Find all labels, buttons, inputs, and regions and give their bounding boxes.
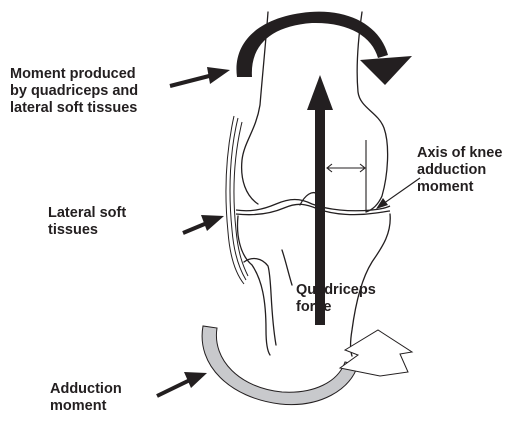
moment-produced-line-1: Moment produced (10, 66, 138, 83)
arrow-to-adduction-moment (157, 372, 207, 396)
axis-of-knee-line-2: adduction (417, 162, 502, 179)
quadriceps-force-label: Quadriceps force (296, 282, 376, 316)
arrow-to-lateral-soft-tissues (183, 215, 224, 233)
lateral-soft-tissues-line-1: Lateral soft (48, 205, 126, 222)
adduction-moment-line-2: moment (50, 398, 122, 415)
adduction-curved-arrow (202, 326, 412, 405)
quadriceps-force-line-1: Quadriceps (296, 282, 376, 299)
adduction-moment-line-1: Adduction (50, 381, 122, 398)
lateral-soft-tissue-lines (226, 116, 248, 284)
axis-of-knee-line-3: moment (417, 179, 502, 196)
lateral-soft-tissues-line-2: tissues (48, 222, 126, 239)
adduction-moment-label: Adduction moment (50, 381, 122, 415)
moment-produced-line-3: lateral soft tissues (10, 100, 138, 117)
lever-arm (327, 140, 366, 212)
axis-of-knee-label: Axis of knee adduction moment (417, 145, 502, 196)
moment-produced-label: Moment produced by quadriceps and latera… (10, 66, 138, 117)
moment-produced-line-2: by quadriceps and (10, 83, 138, 100)
arrow-to-moment (170, 67, 230, 86)
lateral-soft-tissues-label: Lateral soft tissues (48, 205, 126, 239)
quadriceps-force-line-2: force (296, 299, 376, 316)
joint-line (236, 200, 390, 215)
axis-of-knee-line-1: Axis of knee (417, 145, 502, 162)
